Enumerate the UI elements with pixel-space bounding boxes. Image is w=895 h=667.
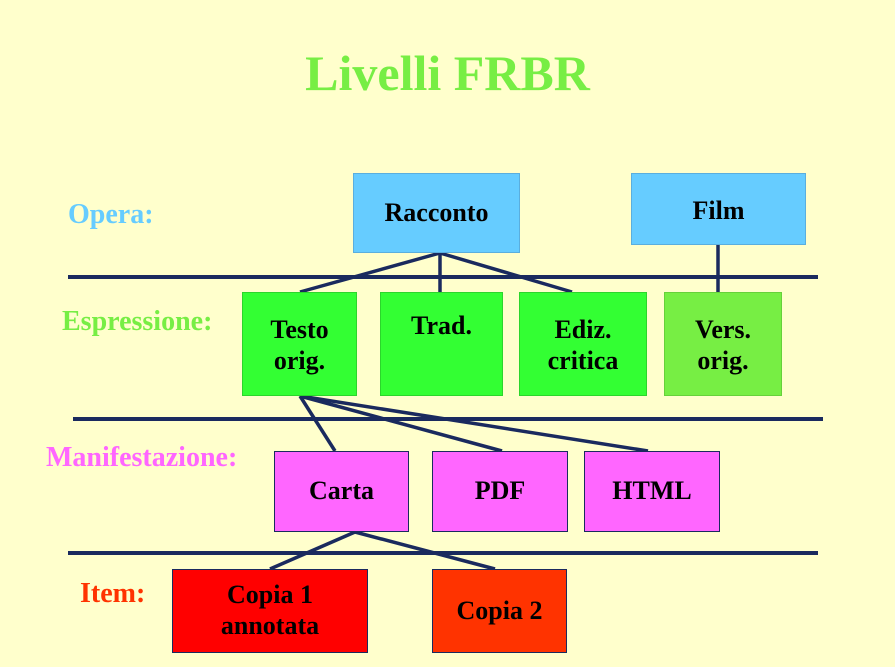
- node-testo-orig-line-2: orig.: [273, 345, 326, 375]
- node-testo-orig-line-1: Testo: [270, 315, 329, 344]
- link-racconto-ediz: [439, 251, 573, 294]
- node-vers-orig-line-1: Vers.: [694, 315, 752, 344]
- link-carta-copia1: [269, 530, 356, 571]
- node-html: HTML: [584, 451, 720, 532]
- node-ediz-critica: Ediz. critica: [519, 292, 647, 396]
- node-film-line-1: Film: [692, 196, 745, 225]
- node-copia2: Copia 2: [432, 569, 567, 653]
- link-racconto-testo: [299, 251, 441, 294]
- level-label-espressione: Espressione:: [62, 306, 213, 337]
- node-ediz-critica-line-1: Ediz.: [554, 315, 612, 344]
- node-pdf-line-1: PDF: [474, 476, 526, 506]
- level-label-manifestazione: Manifestazione:: [46, 442, 238, 473]
- node-carta: Carta: [274, 451, 409, 532]
- node-trad: Trad.: [380, 292, 503, 396]
- link-testo-pdf: [299, 394, 503, 453]
- node-html-line-1: HTML: [612, 476, 692, 506]
- link-testo-html: [299, 394, 649, 453]
- page-title: Livelli FRBR: [305, 45, 590, 101]
- node-copia1-line-2: annotata: [220, 611, 320, 640]
- link-carta-copia2: [354, 530, 496, 571]
- level-label-opera: Opera:: [68, 199, 154, 230]
- node-testo-orig: Testo orig.: [242, 292, 357, 396]
- node-carta-line-1: Carta: [309, 476, 374, 506]
- node-copia1: Copia 1 annotata: [172, 569, 368, 653]
- node-vers-orig-line-2: orig.: [697, 345, 749, 375]
- node-copia2-line-1: Copia 2: [456, 595, 543, 625]
- node-trad-line-1: Trad.: [411, 311, 472, 340]
- node-ediz-critica-line-2: critica: [547, 345, 619, 375]
- link-testo-carta: [298, 395, 337, 452]
- node-racconto-line-1: Racconto: [384, 197, 489, 227]
- node-copia1-line-1: Copia 1: [227, 580, 313, 610]
- node-racconto: Racconto: [353, 173, 520, 253]
- level-label-item: Item:: [80, 578, 146, 609]
- node-pdf: PDF: [432, 451, 568, 532]
- node-film: Film: [631, 173, 806, 245]
- node-vers-orig: Vers. orig.: [664, 292, 782, 396]
